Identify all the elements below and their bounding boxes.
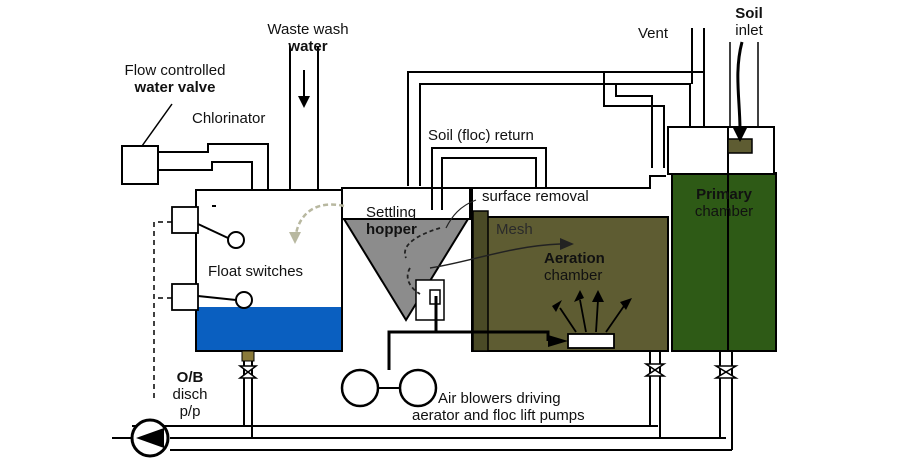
soil-inlet-arrowhead <box>733 128 747 142</box>
chlorinator-pipe-lower <box>158 161 253 190</box>
soil-floc-return-label: Soil (floc) return <box>428 127 534 144</box>
aerator-arrowhead-2 <box>574 290 584 302</box>
inflow-curve <box>294 203 345 235</box>
flow-valve-leader <box>141 103 173 147</box>
aeration-upper-wall <box>471 175 666 217</box>
aeration-line2: chamber <box>544 267 603 284</box>
mesh-curve <box>429 243 561 269</box>
primary-chamber-label: Primary chamber <box>672 186 776 220</box>
discharge-pump-arrow <box>136 428 164 448</box>
float-ball-1 <box>227 231 245 249</box>
drain-valve <box>237 365 259 379</box>
aerator-arrowhead-4 <box>620 298 632 310</box>
soil-inlet-line1: Soil <box>735 5 763 22</box>
primary-line1: Primary <box>696 186 752 203</box>
ob-line1: O/B <box>176 369 204 386</box>
water-level <box>197 307 341 350</box>
aerator-bar <box>567 333 615 349</box>
drain-fitting <box>241 350 255 362</box>
float-arm-2 <box>197 295 237 301</box>
flow-valve-line2: water valve <box>134 79 216 96</box>
mesh-label: Mesh <box>496 221 533 238</box>
flow-valve-box <box>121 145 159 185</box>
float-switch-box-2 <box>171 283 199 311</box>
aerator-arrow-4 <box>605 305 625 333</box>
waste-wash-label: Waste wash water <box>248 21 368 55</box>
surface-removal-label: surface removal <box>482 188 589 205</box>
vent-pipe-inner <box>419 83 691 186</box>
mesh-bar <box>472 210 489 352</box>
primary-line2: chamber <box>694 203 754 220</box>
flow-valve-label: Flow controlled water valve <box>100 62 250 96</box>
chlorinator-pipe <box>158 143 269 190</box>
primary-chamber-tank <box>671 172 777 352</box>
aerator-arrowhead-1 <box>552 300 562 312</box>
ob-line3: p/p <box>179 403 201 420</box>
floc-return-pipe-outer <box>431 147 547 210</box>
inflow-arrowhead <box>289 232 301 244</box>
soil-inlet-arrow <box>736 41 744 131</box>
blowers-line2: aerator and floc lift pumps <box>412 407 585 424</box>
chlorinator-label: Chlorinator <box>192 110 266 127</box>
primary-valve <box>713 365 739 379</box>
surface-removal-line <box>445 199 477 229</box>
aeration-chamber-label: Aeration chamber <box>544 250 605 284</box>
waste-wash-arrowhead <box>298 96 310 108</box>
float-arm-1 <box>197 223 229 239</box>
air-blower-1 <box>340 368 380 408</box>
vent-branch-inner <box>615 84 653 168</box>
vent-pipe-outer <box>407 71 705 186</box>
blowers-line1: Air blowers driving <box>438 390 561 407</box>
waste-wash-line2: water <box>288 38 328 55</box>
ob-disch-label: O/B disch p/p <box>160 369 220 420</box>
air-line-arrowhead <box>548 335 568 347</box>
settling-line1: Settling <box>366 204 417 221</box>
vent-branch <box>603 72 665 168</box>
float-switches-label: Float switches <box>208 263 304 280</box>
settling-hopper <box>342 218 470 322</box>
float-switch-box-1 <box>171 206 199 234</box>
ob-line2: disch <box>172 386 208 403</box>
hopper-swirl-2 <box>406 267 421 295</box>
aerator-arrow-3 <box>595 299 599 333</box>
aerator-arrow-2 <box>579 299 587 333</box>
aerator-arrowhead-3 <box>592 290 604 302</box>
floc-return-pipe-inner <box>441 157 537 210</box>
settling-line2: hopper <box>366 221 417 238</box>
aeration-chamber-tank <box>471 216 669 352</box>
hopper-housing <box>341 187 471 220</box>
aeration-valve <box>643 363 667 377</box>
settling-hopper-label: Settling hopper <box>366 204 417 238</box>
vent-label: Vent <box>638 25 669 42</box>
mesh-arrowhead <box>560 238 574 250</box>
float-ball-2 <box>235 291 253 309</box>
aeration-line1: Aeration <box>544 250 605 267</box>
hopper-swirl-1 <box>404 227 441 259</box>
primary-chamber-top <box>667 126 775 175</box>
waste-wash-line1: Waste wash <box>267 21 349 38</box>
control-dashed-line <box>153 221 172 400</box>
air-blowers-label: Air blowers driving aerator and floc lif… <box>412 390 585 424</box>
flow-valve-line1: Flow controlled <box>124 62 226 79</box>
aerator-arrow-1 <box>559 307 577 333</box>
air-line-to-hopper <box>387 296 438 370</box>
soil-inlet-line2: inlet <box>735 22 763 39</box>
soil-inlet-label: Soil inlet <box>722 5 776 39</box>
